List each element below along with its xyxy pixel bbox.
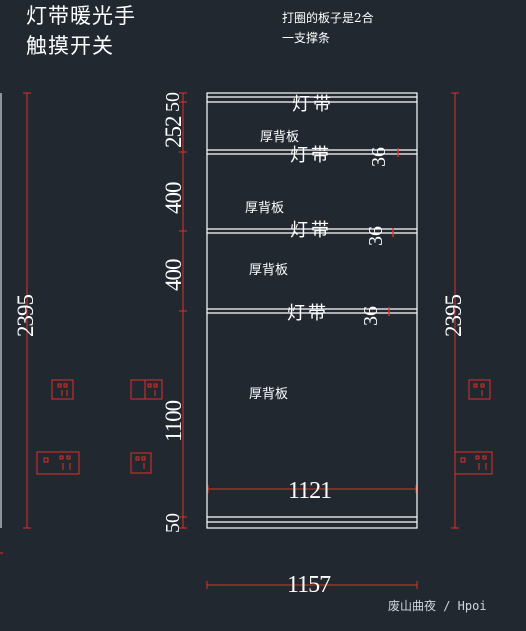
- led-strip-label-4: 灯带: [287, 303, 329, 324]
- switch-mid-lower: [130, 452, 152, 474]
- switch-mid-lower-slot-b: [141, 456, 146, 461]
- dim-segment-2: 252: [161, 116, 186, 149]
- back-panel-label-3: 厚背板: [249, 263, 289, 278]
- switch-mid-upper-box-b: [144, 379, 163, 400]
- shelf-depth-label-1: 36: [368, 147, 390, 167]
- back-panel-label-2: 厚背板: [245, 201, 285, 216]
- dim-segment-top: 50: [162, 92, 184, 112]
- dim-segment-5: 1100: [161, 400, 186, 442]
- dim-inner-width: 1121: [288, 478, 332, 504]
- note-line-1: 打圈的板子是2合: [282, 11, 374, 25]
- outlet-left-lower-slot-c: [66, 455, 71, 460]
- led-strip-label-3: 灯带: [290, 220, 332, 241]
- switch-mid-lower-slot-a: [135, 456, 140, 461]
- outlet-right-lower: [454, 451, 493, 475]
- outlet-right-upper: [468, 379, 491, 400]
- led-strip-label-1: 灯带: [292, 94, 334, 115]
- switch-mid-upper-slot-b: [153, 383, 158, 388]
- note-line-2: 一支撑条: [282, 31, 331, 45]
- dim-total-height-right: 2395: [441, 295, 466, 337]
- back-panel-label-1: 厚背板: [260, 130, 300, 145]
- outlet-left-upper-slot-b: [63, 383, 68, 388]
- outlet-left-upper: [51, 379, 74, 400]
- outlet-left-lower-slot-b: [59, 455, 64, 460]
- shelf-depth-label-2: 36: [365, 226, 387, 246]
- dim-segment-3: 400: [161, 182, 186, 215]
- switch-mid-upper-slot-a: [147, 383, 152, 388]
- dim-segment-4: 400: [161, 259, 186, 292]
- switch-mid-upper-box-a: [130, 379, 146, 400]
- dim-total-height-left: 2395: [13, 295, 38, 337]
- outlet-left-lower: [36, 451, 80, 475]
- segment-dimension-line: [179, 92, 187, 529]
- switch-mid-upper: [130, 379, 163, 400]
- cabinet-frame: [206, 92, 418, 529]
- outlet-right-lower-slot-a: [460, 457, 466, 463]
- title-line-1: 灯带暖光手: [26, 4, 136, 28]
- outlet-left-lower-slot-a: [43, 457, 49, 463]
- outlet-right-upper-slot-b: [480, 383, 485, 388]
- outlet-left-lower-box: [36, 451, 80, 475]
- outlet-right-upper-slot-a: [473, 383, 478, 388]
- switch-mid-lower-box: [130, 452, 152, 474]
- shelf-depth-label-3: 36: [360, 306, 382, 326]
- dim-outer-width: 1157: [287, 572, 331, 598]
- height-dimension-left: [23, 92, 31, 529]
- depth-ticks: [388, 148, 399, 316]
- cabinet-outline: [206, 92, 418, 529]
- outlet-left-upper-slot-a: [57, 383, 62, 388]
- outlet-right-lower-slot-b: [475, 455, 480, 460]
- back-panel-label-4: 厚背板: [249, 387, 289, 402]
- outlet-right-lower-box: [454, 451, 493, 475]
- led-strip-label-2: 灯带: [290, 145, 332, 166]
- outlet-symbols: [36, 379, 493, 475]
- title-line-2: 触摸开关: [26, 34, 114, 58]
- watermark: 废山曲夜 / Hpoi: [388, 599, 487, 613]
- dim-segment-bottom: 50: [162, 513, 184, 533]
- outlet-left-upper-box: [51, 379, 74, 400]
- width-dimensions: [206, 485, 418, 589]
- outlet-right-upper-box: [468, 379, 491, 400]
- outlet-right-lower-slot-c: [482, 455, 487, 460]
